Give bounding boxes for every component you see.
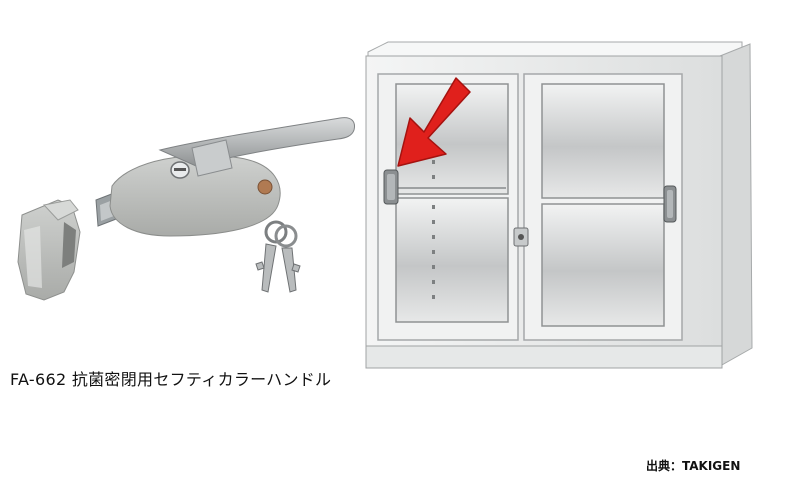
indicator-arrow-icon bbox=[397, 77, 471, 167]
cabinet-illustration bbox=[365, 41, 753, 369]
source-credit: 出典：TAKIGEN bbox=[646, 459, 741, 473]
product-caption: FA-662 抗菌密閉用セフティカラーハンドル bbox=[10, 370, 332, 389]
keys-icon bbox=[255, 220, 301, 293]
safety-handle bbox=[95, 117, 355, 237]
handle-strike-part bbox=[17, 199, 81, 301]
